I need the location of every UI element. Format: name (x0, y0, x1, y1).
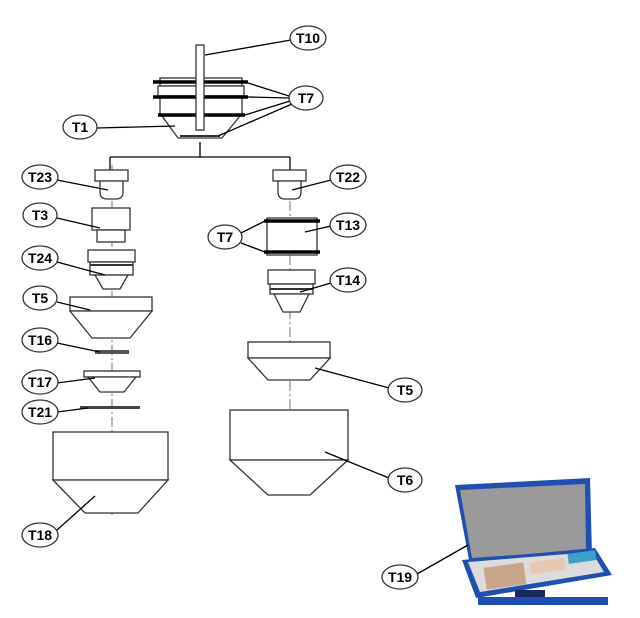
callout-t22: T22 (329, 164, 367, 190)
callout-t7-mid: T7 (207, 224, 243, 250)
part-t14 (267, 269, 316, 313)
callout-t21: T21 (21, 399, 59, 425)
label-t22: T22 (336, 169, 360, 185)
callout-t3: T3 (22, 202, 58, 228)
label-t5-left: T5 (32, 290, 49, 306)
label-t23: T23 (28, 169, 52, 185)
callout-t24: T24 (21, 245, 59, 271)
label-t7-top: T7 (298, 90, 315, 106)
label-t19: T19 (388, 569, 412, 585)
callout-t18: T18 (21, 522, 59, 548)
part-t19-case (455, 478, 612, 605)
part-t21 (80, 406, 140, 409)
callout-t7-top: T7 (288, 85, 324, 111)
callout-t10: T10 (289, 25, 327, 51)
branch-lines (109, 142, 291, 170)
callout-t14: T14 (329, 267, 367, 293)
part-t10 (195, 44, 205, 131)
label-t24: T24 (28, 250, 52, 266)
label-t3: T3 (32, 207, 49, 223)
label-t7-mid: T7 (217, 229, 234, 245)
callout-t19: T19 (381, 564, 419, 590)
callout-t16: T16 (21, 327, 59, 353)
callout-t5-right: T5 (387, 377, 423, 403)
callout-t5-left: T5 (22, 285, 58, 311)
label-t13: T13 (336, 217, 360, 233)
label-t18: T18 (28, 527, 52, 543)
label-t1: T1 (72, 119, 89, 135)
part-t18 (51, 431, 170, 514)
label-t17: T17 (28, 374, 52, 390)
part-t5-right (246, 341, 332, 381)
label-t10: T10 (296, 30, 320, 46)
label-t5-right: T5 (397, 382, 414, 398)
callout-t13: T13 (329, 212, 367, 238)
label-t6: T6 (397, 472, 414, 488)
callout-t6: T6 (387, 467, 423, 493)
part-t5-left (68, 296, 154, 339)
label-t21: T21 (28, 404, 52, 420)
part-t16 (95, 350, 129, 354)
label-t14: T14 (336, 272, 360, 288)
part-t6 (228, 409, 350, 496)
callout-t1: T1 (62, 114, 98, 140)
part-t3 (91, 207, 131, 243)
callout-t23: T23 (21, 164, 59, 190)
leader-lines (56, 39, 469, 575)
part-t24 (87, 249, 136, 290)
part-t23 (94, 169, 129, 200)
label-t16: T16 (28, 332, 52, 348)
part-t13 (264, 217, 320, 256)
part-t17 (83, 370, 141, 393)
callout-t17: T17 (21, 369, 59, 395)
part-t22 (272, 169, 307, 200)
